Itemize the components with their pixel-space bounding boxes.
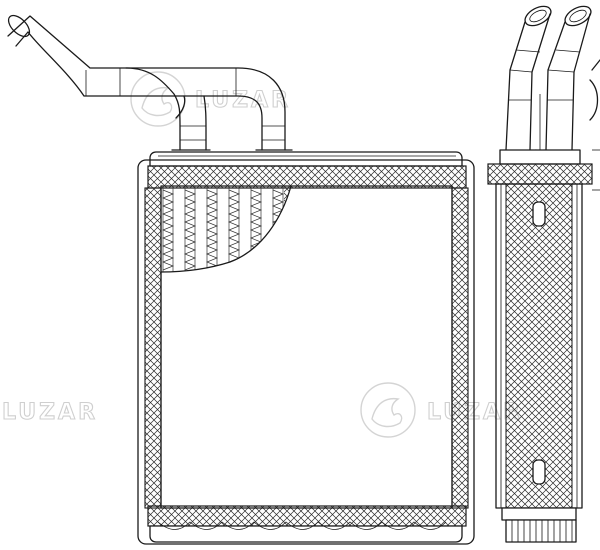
side-body [495,183,583,509]
watermark-brand: LUZAR [2,400,98,425]
side-partial-outline [592,149,600,191]
griffin-logo-icon [360,382,416,438]
side-bottom [501,507,577,543]
fin-detail-boundary [160,185,292,273]
watermark-bottom-right: LUZAR [360,382,521,438]
inlet-pipe-assembly [7,14,293,151]
watermark-brand: LUZAR [195,88,291,113]
side-pipes [505,5,600,160]
side-header [487,149,593,185]
front-view [7,14,475,545]
watermark-bottom-left: LUZAR [1,399,98,425]
side-view [487,5,600,543]
watermark-top: LUZAR [130,71,291,127]
bottom-slot [532,459,546,485]
top-header-tank [147,151,467,189]
fin-detail [162,186,291,272]
core-frame [137,159,475,545]
top-slot [532,201,546,227]
